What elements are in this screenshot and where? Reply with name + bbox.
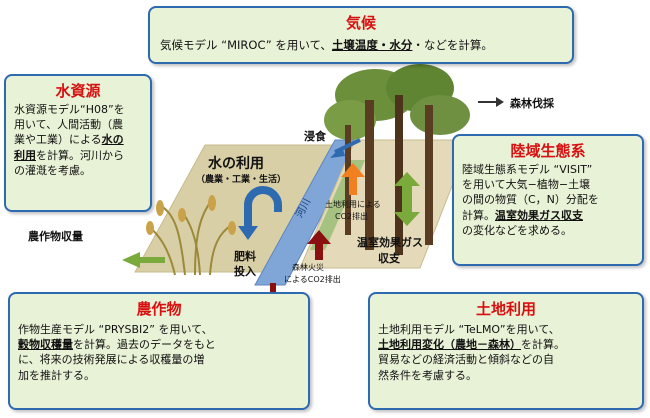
landuse-co2-arrow [349, 175, 357, 195]
fertilizer-label-1: 肥料 [234, 250, 256, 263]
ghg-label-1: 温室効果ガス [357, 236, 423, 249]
crop-body: 作物生産モデル “PRYSBI2” を用いて、 穀物収穫量を計算。過去のデータを… [18, 323, 216, 382]
eco-title: 陸域生態系 [510, 142, 586, 160]
crop-yield-arrow [122, 252, 165, 268]
fertilizer-label-2: 投入 [234, 265, 256, 278]
water-use-label: 水の利用 [208, 156, 264, 172]
erosion-label: 浸食 [304, 130, 326, 143]
fire-co2-arrow [315, 242, 323, 260]
fertilizer-arrow [270, 283, 276, 297]
crop-yield-label: 農作物収量 [28, 230, 83, 243]
fire-co2-label-2: によるCO2排出 [284, 275, 341, 284]
ghg-label-2: 収支 [378, 252, 400, 265]
water-use-sub-label: （農業・工業・生活） [196, 175, 287, 185]
eco-body: 陸域生態系モデル “VISIT” を用いて大気−植物−土壌 の間の物質（C，N）… [462, 163, 599, 237]
water-body: 水資源モデル“H08”を 用いて、人間活動（農 業や工業）による水の 利用を計算… [14, 103, 125, 177]
crop-callout: 農作物 作物生産モデル “PRYSBI2” を用いて、 穀物収穫量を計算。過去の… [8, 292, 310, 410]
deforestation-label: 森林伐採 [510, 97, 554, 110]
water-use-arrow [244, 186, 282, 228]
climate-callout: 気候 気候モデル “MIROC” を用いて、土壌温度・水分・などを計算。 [148, 6, 574, 64]
landuse-co2-label-1: 土地利用による [325, 200, 381, 209]
landuse-co2-label-2: CO2排出 [335, 212, 368, 221]
eco-callout: 陸域生態系 陸域生態系モデル “VISIT” を用いて大気−植物−土壌 の間の物… [452, 134, 644, 266]
fire-co2-label-1: 森林火災 [292, 263, 324, 272]
land-title: 土地利用 [475, 300, 536, 318]
water-title: 水資源 [55, 82, 101, 100]
climate-title: 気候 [345, 14, 376, 32]
crop-title: 農作物 [136, 300, 182, 318]
water-callout: 水資源 水資源モデル“H08”を 用いて、人間活動（農 業や工業）による水の 利… [4, 74, 152, 212]
land-body: 土地利用モデル “TeLMO”を用いて、 土地利用変化（農地－森林）を計算。 貿… [378, 323, 565, 382]
climate-body: 気候モデル “MIROC” を用いて、土壌温度・水分・などを計算。 [160, 38, 493, 52]
forest-trees [324, 64, 470, 255]
land-callout: 土地利用 土地利用モデル “TeLMO”を用いて、 土地利用変化（農地－森林）を… [368, 292, 644, 410]
ghg-double-arrow [394, 172, 420, 226]
